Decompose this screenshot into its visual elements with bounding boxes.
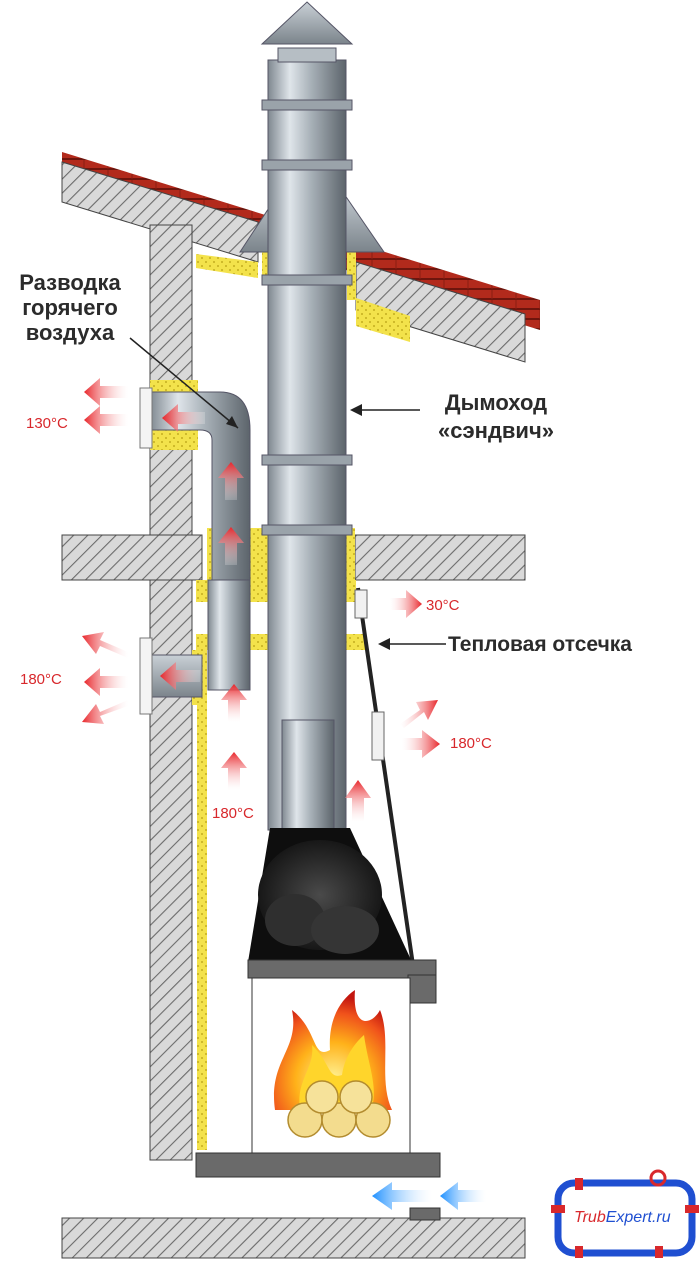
logo-text: TrubExpert.ru: [574, 1209, 671, 1226]
heat-arrow-upper-out-1: [84, 378, 128, 406]
upper-vent-grille: [139, 387, 153, 449]
labels: Разводка горячего воздуха Дымоход «сэндв…: [19, 270, 632, 822]
ground-floor: [61, 1217, 526, 1259]
roof-insulation-right: [356, 298, 410, 342]
heat-arrow-right-2: [402, 730, 440, 758]
heat-arrow-duct-1: [218, 462, 244, 500]
leader-lines: [129, 337, 446, 650]
temp-inner-channel: 180°C: [212, 805, 254, 822]
fireplace: [195, 587, 441, 1221]
lower-vent-grille: [139, 637, 153, 715]
logo-frame: [554, 1179, 696, 1257]
heat-arrow-lower-out-1: [82, 632, 128, 658]
label-hot-air-3: воздуха: [26, 320, 115, 345]
leader-hot-air: [129, 337, 239, 429]
fireplace-base: [195, 1152, 441, 1178]
logo-valve-icon: [649, 1169, 667, 1187]
heat-arrow-channel-1: [221, 684, 247, 722]
logs: [287, 1080, 391, 1138]
label-chimney-1: Дымоход: [445, 390, 547, 415]
chimney-inner-pipe: [281, 719, 335, 831]
sandwich-chimney: [239, 1, 385, 831]
heat-arrow-duct-upper: [162, 404, 205, 432]
heat-arrow-hood: [345, 780, 371, 822]
cold-arrow-1: [372, 1182, 432, 1210]
heat-arrow-channel-2: [221, 752, 247, 790]
inner-wall-insulation: [197, 700, 207, 1150]
temp-right-side: 180°C: [450, 735, 492, 752]
label-chimney-2: «сэндвич»: [438, 418, 554, 443]
floor-slab-right: [354, 534, 526, 581]
hot-air-duct: [139, 387, 251, 715]
hood-side-rod: [356, 587, 416, 973]
temp-wall-upper: 130°C: [26, 415, 68, 432]
heat-arrow-cutoff: [390, 590, 422, 618]
heat-arrow-outlet: [160, 662, 200, 690]
temp-cutoff: 30°C: [426, 597, 460, 614]
chimney-pipe: [267, 59, 347, 831]
chimney-cap: [260, 1, 354, 45]
temp-wall-lower: 180°C: [20, 671, 62, 688]
heat-arrows: [82, 378, 440, 822]
lower-duct-pipe: [207, 579, 251, 691]
label-hot-air-1: Разводка: [19, 270, 121, 295]
heat-arrow-duct-2: [218, 527, 244, 565]
label-heat-cutoff: Тепловая отсечка: [448, 633, 632, 656]
trubexpert-logo: TrubExpert.ru: [551, 1169, 699, 1258]
pass-insulation-right: [347, 245, 356, 300]
heat-arrow-upper-out-2: [84, 406, 128, 434]
roof-insulation-left: [196, 254, 258, 278]
cold-air-arrows: [372, 1182, 486, 1210]
heat-arrow-lower-out-2: [84, 668, 128, 696]
heat-arrow-lower-out-3: [82, 700, 128, 724]
heat-arrow-right-1: [400, 700, 438, 728]
cold-arrow-2: [440, 1182, 486, 1210]
floor-slab-left: [61, 534, 203, 581]
label-hot-air-2: горячего: [22, 295, 118, 320]
